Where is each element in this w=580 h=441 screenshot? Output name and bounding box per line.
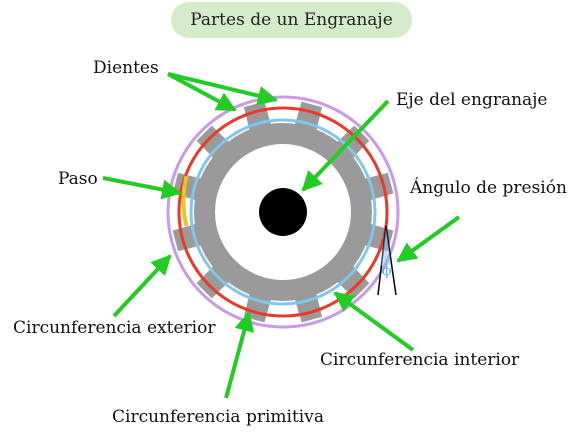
label-angulo: Ángulo de presión <box>410 178 567 198</box>
label-primitiva: Circunferencia primitiva <box>112 407 324 427</box>
arrows <box>102 72 461 399</box>
phi-symbol: ϕ <box>382 263 392 279</box>
label-dientes: Dientes <box>93 58 159 78</box>
arrow-eje <box>301 99 390 192</box>
pitch-arc <box>181 175 189 227</box>
pressure-line-2 <box>385 225 397 296</box>
arrow-primitiva <box>224 311 254 399</box>
pitch-circle <box>177 106 389 318</box>
label-eje: Eje del engranaje <box>396 90 548 110</box>
axle <box>259 188 307 236</box>
arrow-exterior <box>112 254 172 318</box>
label-paso: Paso <box>58 169 98 189</box>
label-interior: Circunferencia interior <box>320 350 520 370</box>
arrow-dientes-left <box>167 72 237 112</box>
gear-bore <box>201 130 365 294</box>
outer-circle <box>166 95 400 329</box>
label-exterior: Circunferencia exterior <box>13 318 216 338</box>
inner-circle <box>189 118 377 306</box>
arrow-dientes-right <box>167 72 278 106</box>
pressure-angle-fill <box>381 226 391 265</box>
arrow-paso <box>102 176 182 200</box>
arrow-angulo <box>396 215 461 263</box>
diagram-title: Partes de un Engranaje <box>171 2 412 38</box>
arrow-interior <box>333 291 415 352</box>
